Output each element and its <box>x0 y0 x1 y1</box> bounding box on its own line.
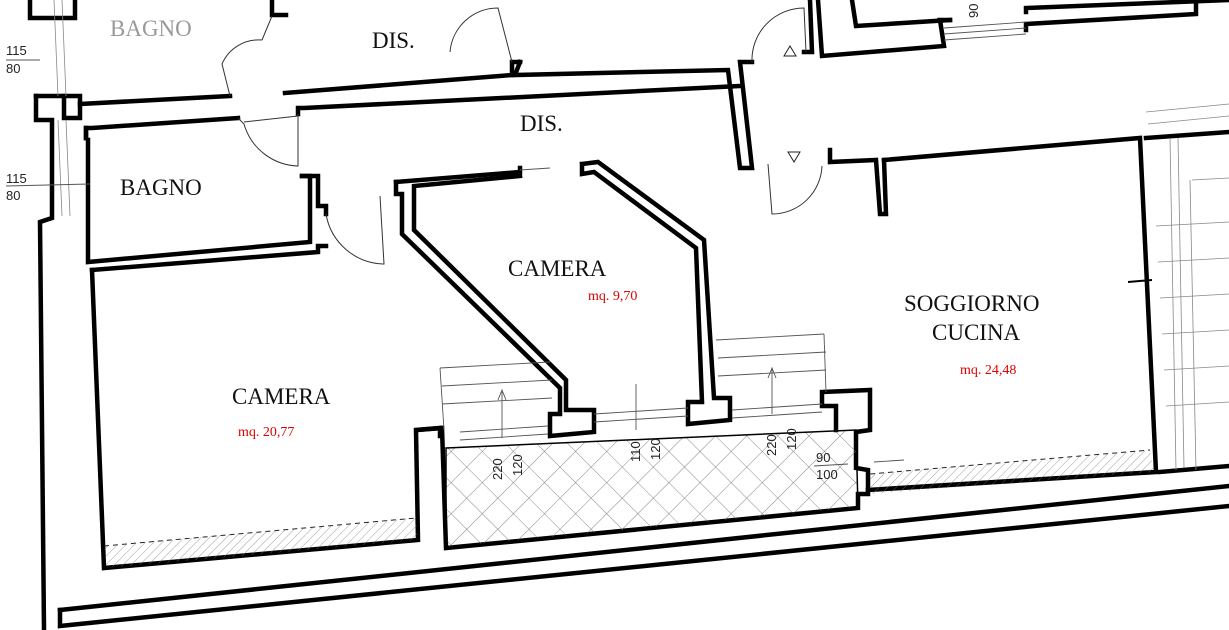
room-label-dis-center: DIS. <box>520 111 563 136</box>
wall-camera-center-top-left <box>393 165 523 185</box>
dim-balcony-door-width: 90 <box>816 450 830 465</box>
dimension-labels: 115 80 115 80 90 220 120 110 120 220 120… <box>6 4 981 482</box>
wall-soggiorno-top-right <box>1143 129 1229 141</box>
wall-upper-right-b <box>849 0 953 29</box>
wall-camera-left-top <box>89 243 329 273</box>
dim-win-center-width: 110 <box>628 441 643 462</box>
dim-win-right-width: 220 <box>764 434 779 456</box>
wall-outer-bottom <box>57 503 1229 629</box>
wall-upper-right-d <box>1023 0 1199 33</box>
room-labels: BAGNO DIS. DIS. BAGNO CAMERA mq. 9,70 CA… <box>110 16 1039 440</box>
door-soggiorno <box>767 163 823 215</box>
wall-corridor-top-b <box>282 59 523 96</box>
door-upper-right <box>751 7 807 63</box>
wall-outer-bottom-inner <box>57 483 1229 613</box>
wall-outer-left <box>33 93 55 630</box>
doors <box>221 7 823 265</box>
door-bagno <box>237 114 299 167</box>
wall-soggiorno-bottom-right <box>1157 463 1229 475</box>
wall-upper-right-e <box>801 0 815 55</box>
door-bagno-top <box>221 39 263 97</box>
wall-top-left-stub <box>27 0 78 21</box>
dim-win-left-height: 120 <box>510 454 525 476</box>
dim-win-right-height: 120 <box>784 428 799 450</box>
wall-bagno-door-jamb <box>299 173 329 217</box>
dim-bagno-height: 80 <box>6 188 20 203</box>
wall-upper-right-a <box>815 0 953 59</box>
dim-balcony-door-height: 100 <box>816 467 838 482</box>
wall-top-stub <box>269 0 289 18</box>
room-label-cucina: CUCINA <box>932 320 1021 345</box>
wall-camera-center-left-diag <box>393 173 597 439</box>
balcony-floor <box>445 429 859 549</box>
window-sill-center <box>593 407 689 423</box>
room-label-dis-top: DIS. <box>372 28 415 53</box>
room-label-camera-left: CAMERA <box>232 384 331 409</box>
dim-win-center-height: 120 <box>648 438 663 460</box>
wall-bagno-top <box>83 115 241 141</box>
dim-top-left-width: 115 <box>6 43 27 58</box>
area-label-camera-left: mq. 20,77 <box>238 425 294 440</box>
door-camera-left <box>325 195 385 265</box>
door-dis-top <box>449 7 513 63</box>
wall-left-pier <box>61 93 83 121</box>
room-label-bagno-top: BAGNO <box>110 16 192 41</box>
wall-dis-right <box>511 59 755 171</box>
room-label-bagno: BAGNO <box>120 175 202 200</box>
wall-bagno-outline <box>85 137 313 265</box>
walls <box>27 0 1229 630</box>
dim-top-left-height: 80 <box>6 61 20 76</box>
window-sill-right <box>715 333 827 419</box>
window-sill-left <box>439 361 553 441</box>
wall-soggiorno-pier <box>827 147 889 217</box>
wall-camera-center-right-diag <box>579 159 733 427</box>
dim-top-window: 90 <box>966 4 981 18</box>
wall-dis-top <box>295 83 743 117</box>
area-label-soggiorno: mq. 24,48 <box>960 363 1016 378</box>
room-label-soggiorno: SOGGIORNO <box>904 291 1039 316</box>
dim-bagno-width: 115 <box>6 171 27 186</box>
dim-win-left-width: 220 <box>490 458 505 480</box>
area-label-camera-center: mq. 9,70 <box>588 289 637 304</box>
wall-upper-right-c <box>1023 0 1229 15</box>
room-label-camera-center: CAMERA <box>508 256 607 281</box>
auxiliary-lines <box>5 0 1229 568</box>
wall-tick <box>1127 279 1153 283</box>
